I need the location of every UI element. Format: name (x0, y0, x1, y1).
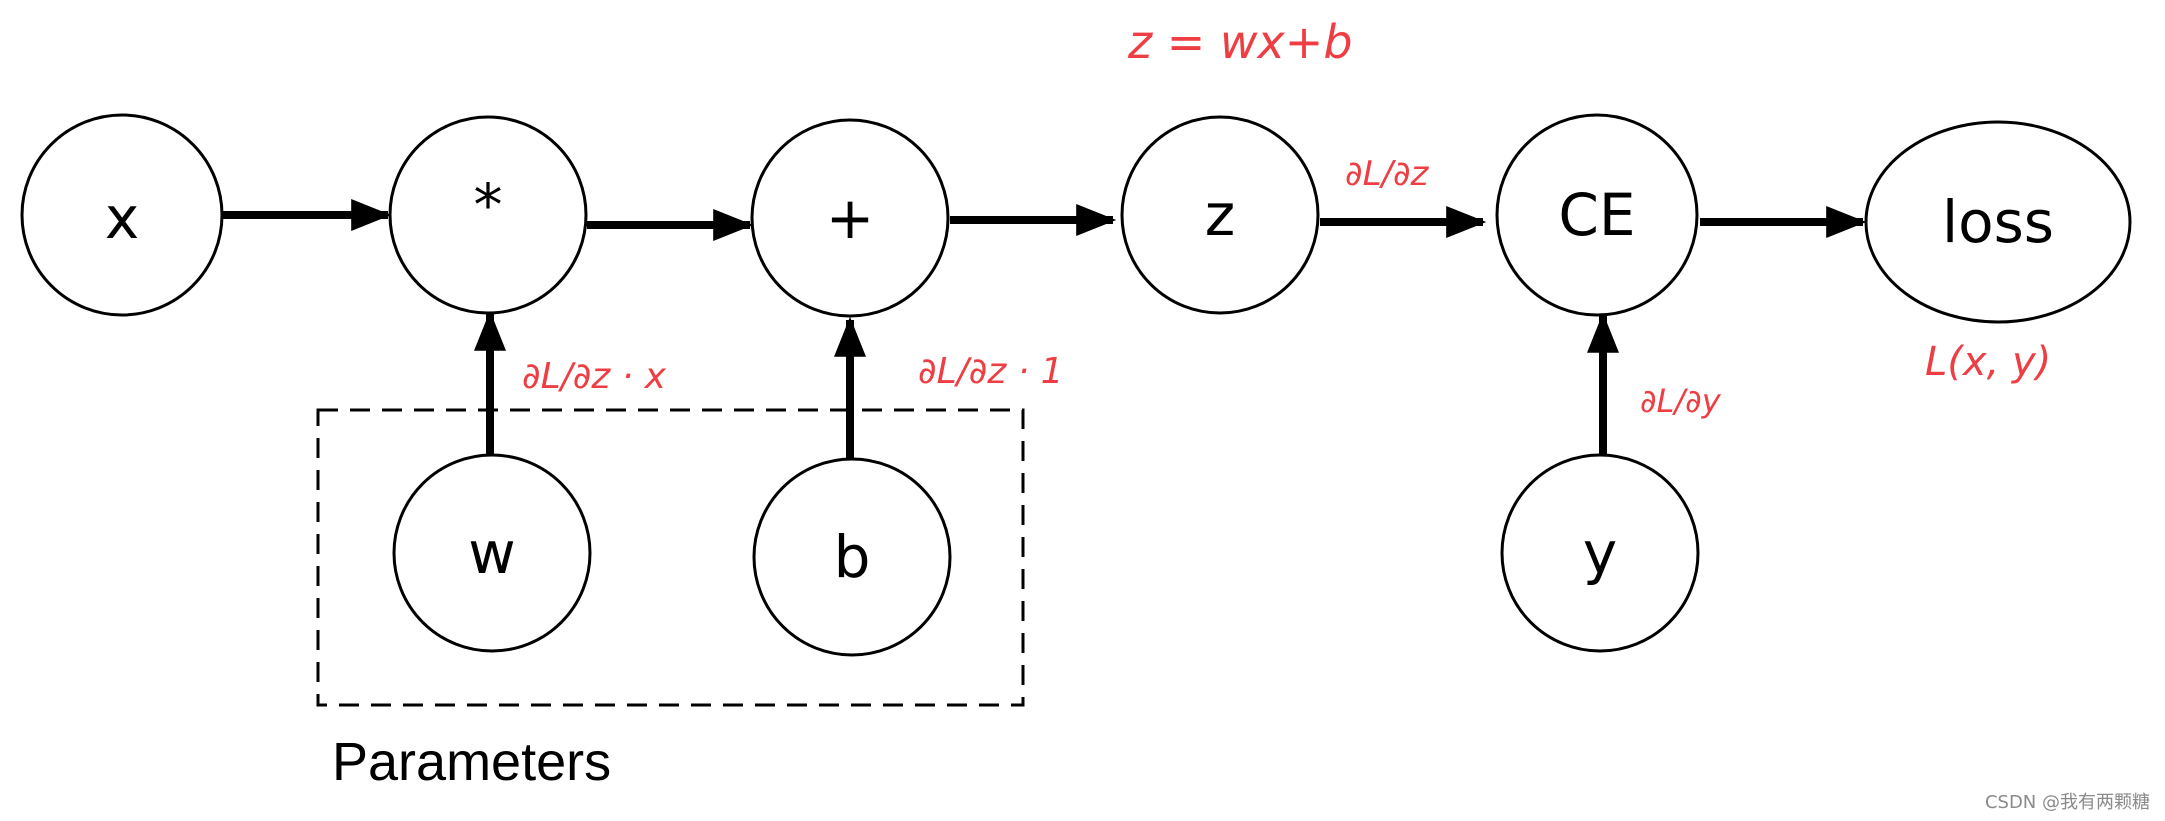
node-loss: loss (1864, 120, 2132, 324)
node-z: z (1120, 115, 1320, 315)
node-mul: * (388, 115, 588, 315)
node-b-label: b (834, 523, 871, 591)
parameters-label: Parameters (332, 732, 611, 792)
node-mul-label: * (474, 171, 503, 239)
node-y-label: y (1583, 519, 1617, 587)
node-y: y (1500, 453, 1700, 653)
node-add-label: + (826, 184, 875, 252)
node-ce: CE (1495, 113, 1699, 317)
parameters-box (316, 408, 1025, 707)
node-add: + (750, 118, 950, 318)
equation-annotation: z = wx+b (1127, 15, 1353, 69)
loss-function-annotation: L(x, y) (1925, 339, 2051, 385)
node-loss-label: loss (1942, 188, 2054, 256)
grad-b-annotation: ∂L/∂z · 1 (918, 351, 1064, 392)
node-b: b (752, 457, 952, 657)
grad-z-annotation: ∂L/∂z (1345, 154, 1430, 194)
node-z-label: z (1205, 181, 1235, 249)
node-x-label: x (105, 184, 139, 252)
node-w-label: w (468, 519, 515, 587)
watermark: CSDN @我有两颗糖 (1985, 792, 2150, 813)
grad-w-annotation: ∂L/∂z · x (522, 356, 667, 397)
node-w: w (392, 453, 592, 653)
node-ce-label: CE (1558, 181, 1635, 249)
node-x: x (20, 113, 224, 317)
grad-y-annotation: ∂L/∂y (1640, 382, 1722, 420)
